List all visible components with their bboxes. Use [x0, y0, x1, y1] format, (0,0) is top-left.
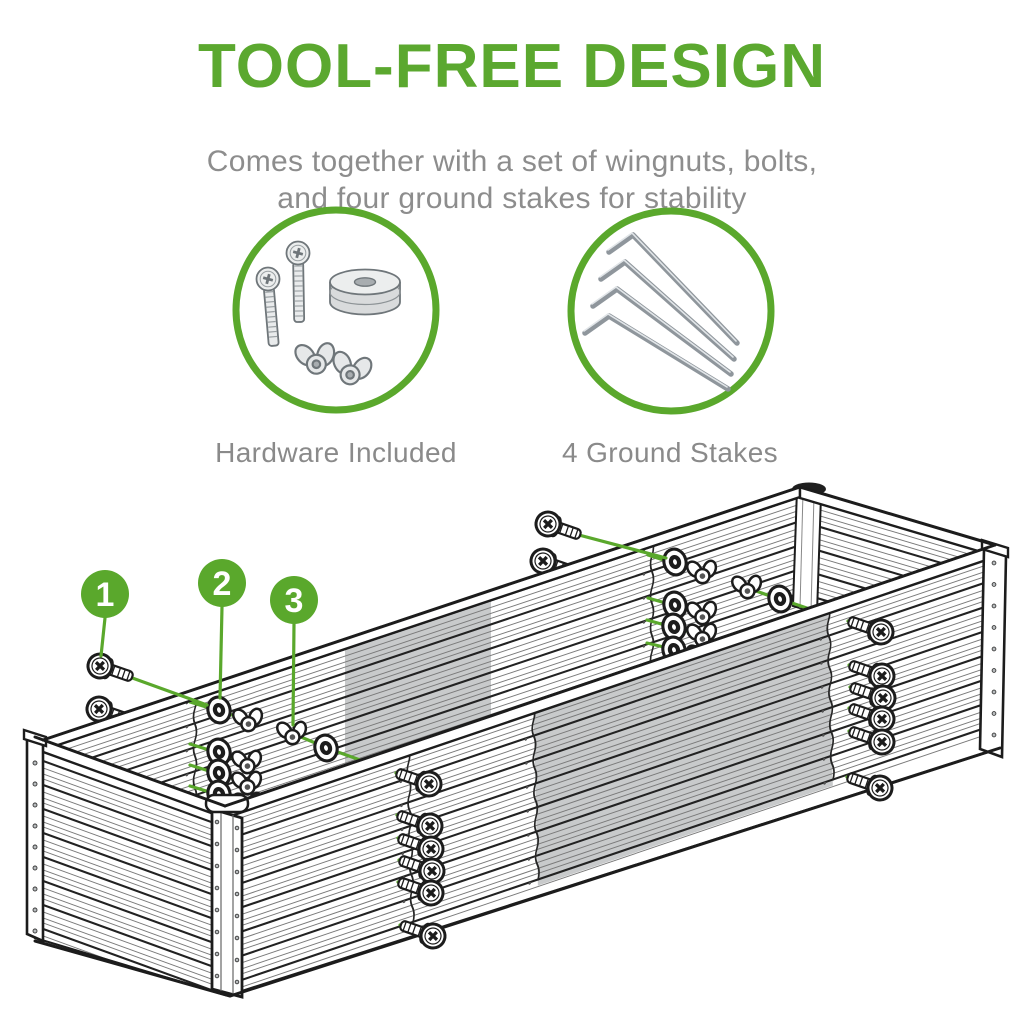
callout-2-number: 2 [213, 565, 232, 603]
front-gray-panel [533, 604, 833, 886]
green-circle-frame [567, 207, 775, 415]
bolt-icon [285, 240, 311, 323]
subtitle-line-2: and four ground stakes for stability [277, 182, 747, 215]
outline-edges [33, 485, 1002, 998]
wingnut-icon [294, 342, 336, 375]
bolt-icon [255, 266, 281, 347]
front-left-corner-post [204, 793, 250, 999]
hardware-bolts-washers-wingnuts-icon [232, 206, 440, 414]
callout-3: 3 [270, 576, 318, 624]
subtitle: Comes together with a set of wingnuts, b… [0, 143, 1024, 217]
callouts: 1 2 3 [81, 559, 318, 727]
ground-stakes-icon [567, 207, 775, 415]
washer-icon [329, 268, 401, 316]
feature-caption-hardware: Hardware Included [215, 437, 457, 468]
ground-stake-icon [582, 232, 740, 392]
right-corner-trim [978, 538, 1010, 759]
callout-1-number: 1 [96, 576, 115, 614]
floating-bolts [83, 507, 668, 707]
callout-2: 2 [198, 559, 246, 607]
callout-1: 1 [81, 570, 129, 618]
front-wall-bolts [391, 607, 900, 953]
corner-cap [204, 793, 250, 814]
page-title: TOOL-FREE DESIGN [197, 32, 826, 101]
left-end-wall [33, 744, 227, 1003]
subtitle-line-1: Comes together with a set of wingnuts, b… [206, 145, 818, 178]
wingnut-icon [332, 350, 373, 386]
garden-bed-assembly-illustration: 1 2 3 [22, 482, 1010, 1003]
left-corner-trim [22, 728, 48, 943]
feature-caption-stakes: 4 Ground Stakes [561, 437, 779, 468]
callout-3-number: 3 [285, 582, 304, 620]
